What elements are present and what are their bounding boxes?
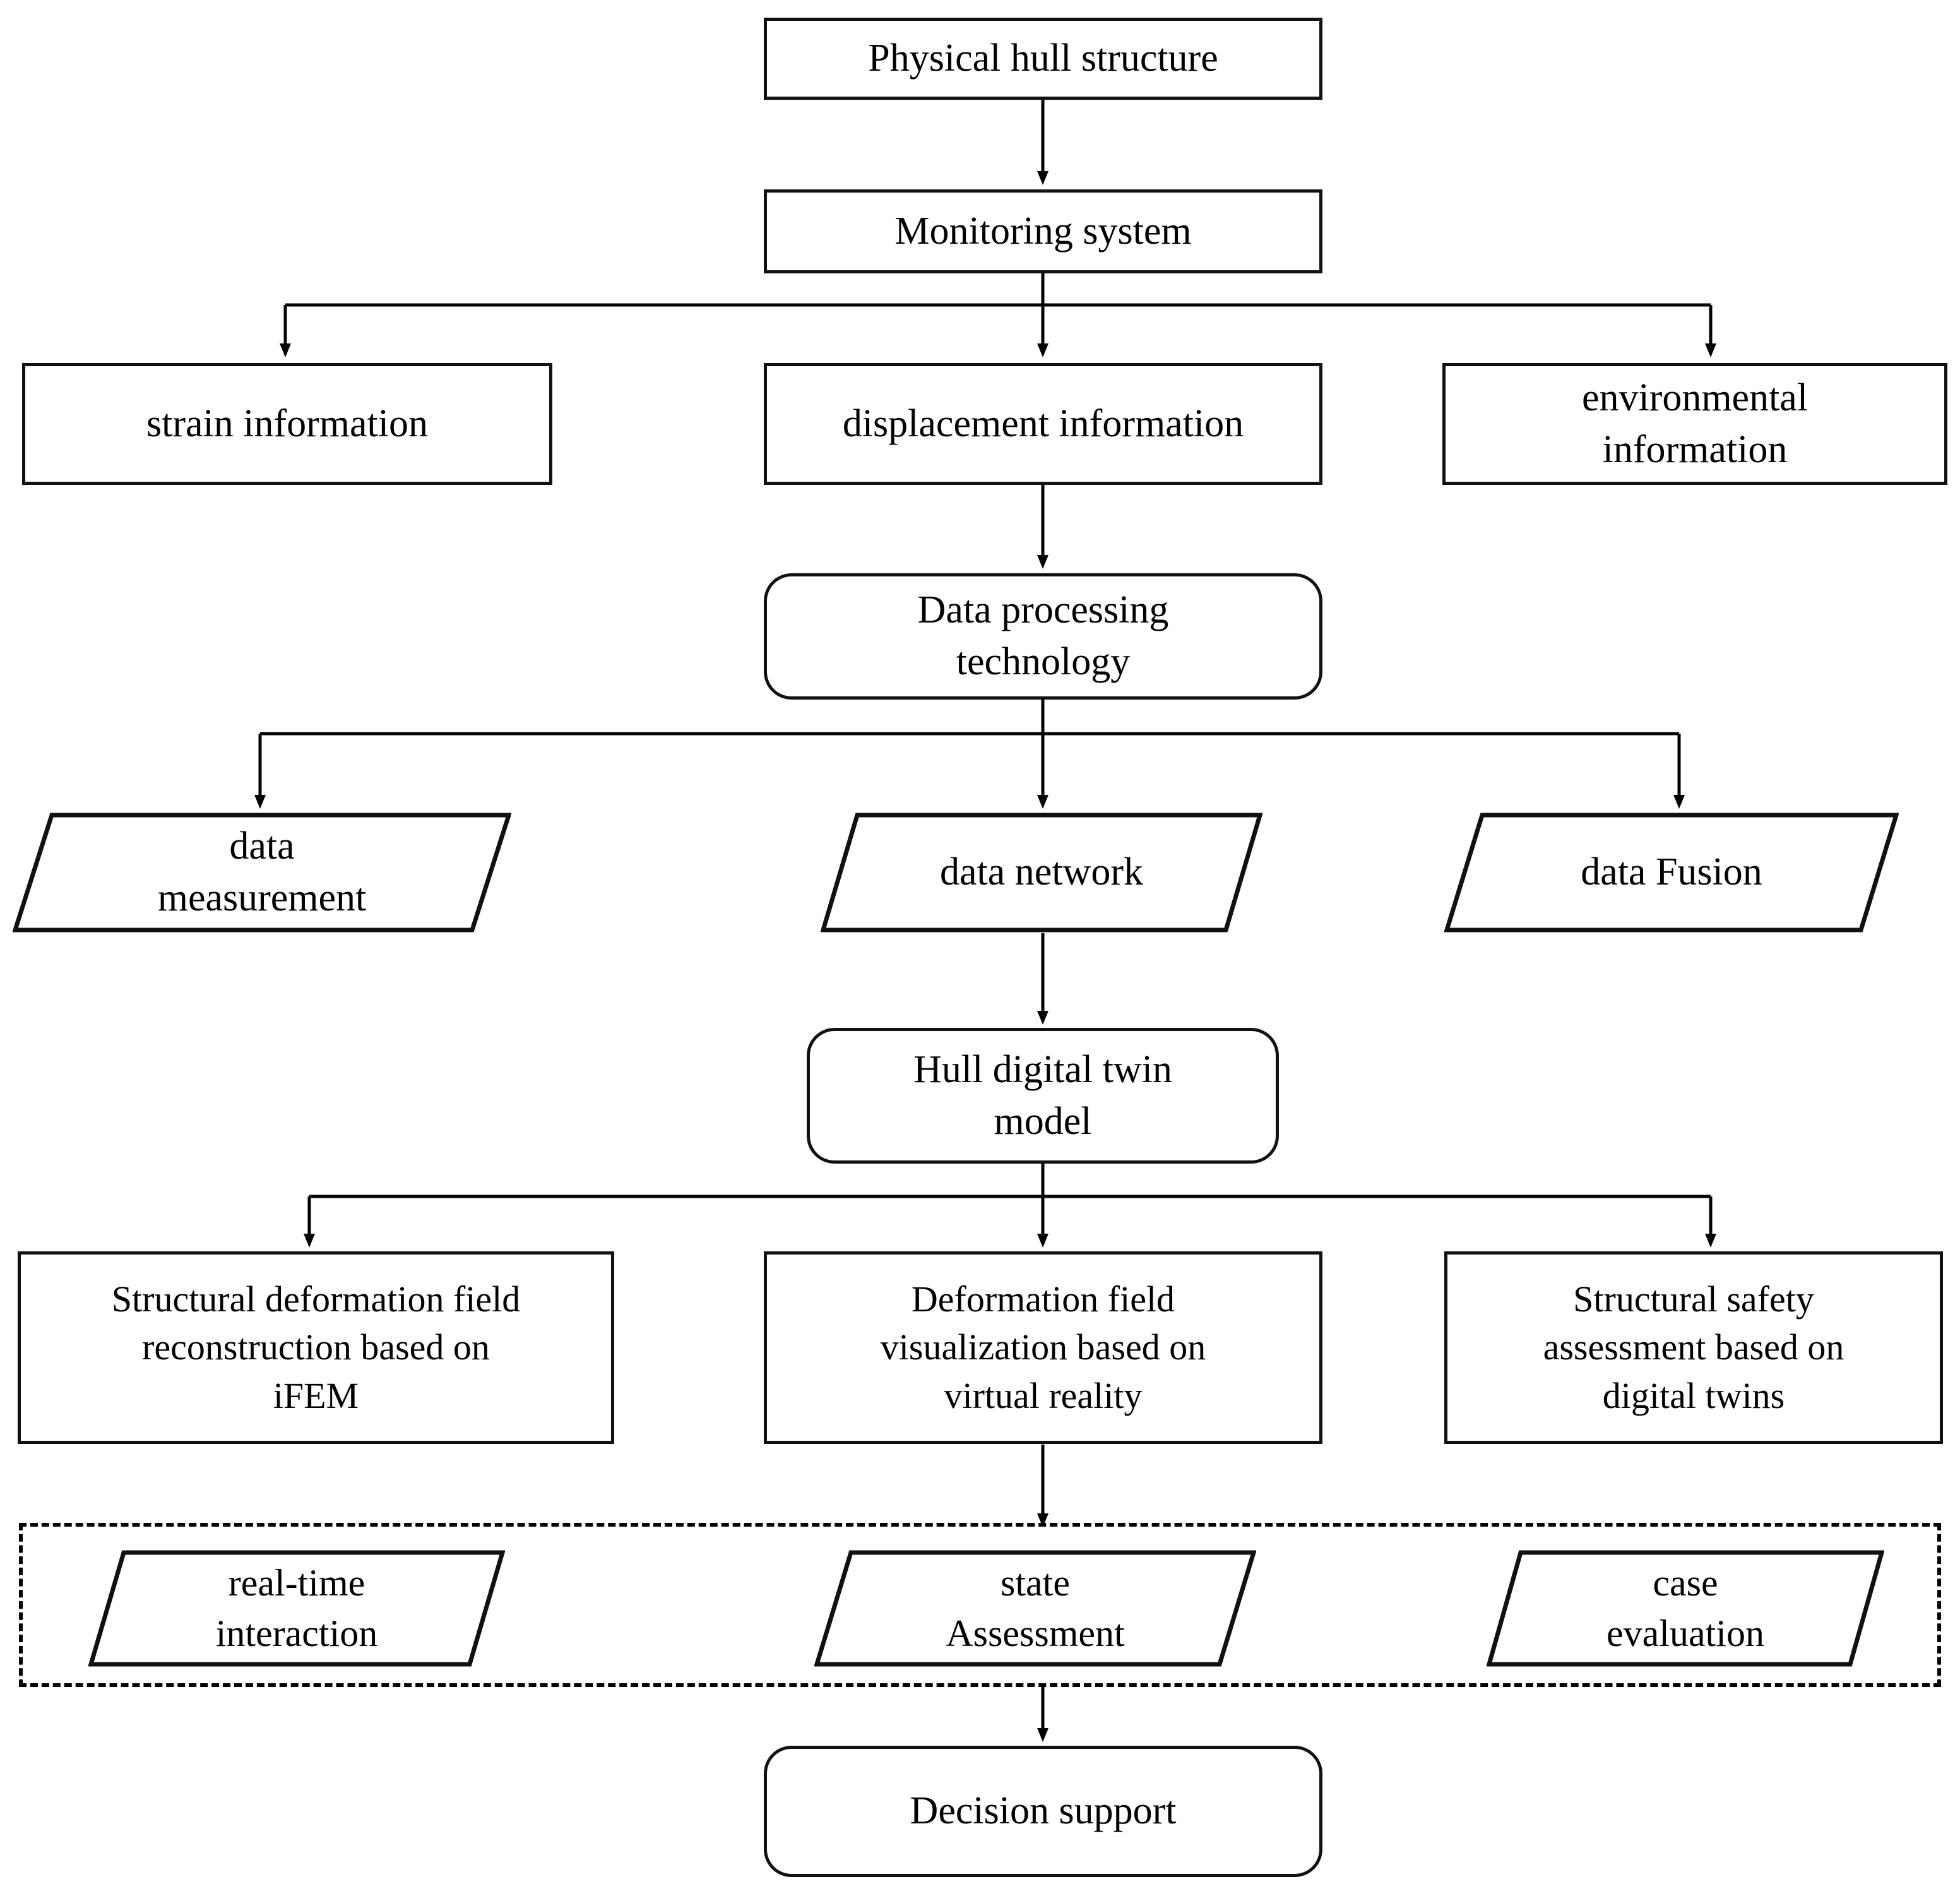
node-data-network[interactable]: data network [821, 813, 1262, 933]
node-label: state Assessment [946, 1562, 1125, 1654]
node-structural-deformation-reconstruction[interactable]: Structural deformation field reconstruct… [18, 1251, 614, 1444]
node-strain-information[interactable]: strain information [22, 363, 552, 485]
node-label: Structural safety assessment based on di… [1543, 1278, 1844, 1416]
node-displacement-information[interactable]: displacement information [764, 363, 1322, 485]
node-label: data measurement [157, 825, 367, 919]
node-label: Deformation field visualization based on… [880, 1278, 1206, 1416]
node-label: Data processing technology [917, 588, 1169, 683]
node-real-time-interaction[interactable]: real-time interaction [88, 1550, 505, 1667]
edge-processing-bus [260, 700, 1679, 736]
node-data-fusion[interactable]: data Fusion [1444, 813, 1899, 933]
edge-twin-bus [309, 1164, 1711, 1198]
node-label: Decision support [910, 1789, 1177, 1833]
parallelogram-shape [1444, 813, 1899, 933]
node-label: strain information [146, 402, 428, 445]
node-decision-support[interactable]: Decision support [764, 1746, 1322, 1877]
node-label: data Fusion [1581, 850, 1762, 894]
node-structural-safety-assessment[interactable]: Structural safety assessment based on di… [1444, 1251, 1943, 1444]
node-data-measurement[interactable]: data measurement [13, 813, 511, 933]
parallelogram-shape [13, 813, 511, 933]
node-label: Physical hull structure [868, 37, 1218, 80]
node-label: case evaluation [1607, 1562, 1764, 1654]
parallelogram-shape [88, 1550, 505, 1667]
node-label: data network [940, 850, 1143, 894]
interaction-group-container [19, 1523, 1941, 1687]
edge-monitoring-bus [285, 273, 1711, 307]
node-label: displacement information [842, 402, 1244, 445]
parallelogram-shape [814, 1550, 1256, 1667]
node-label: Monitoring system [894, 209, 1192, 253]
node-deformation-field-visualization[interactable]: Deformation field visualization based on… [764, 1251, 1322, 1444]
node-state-assessment[interactable]: state Assessment [814, 1550, 1256, 1667]
node-physical-hull-structure[interactable]: Physical hull structure [764, 18, 1322, 100]
node-label: environmental information [1581, 376, 1809, 471]
node-case-evaluation[interactable]: case evaluation [1487, 1550, 1884, 1667]
node-label: Structural deformation field reconstruct… [111, 1278, 521, 1416]
node-hull-digital-twin-model[interactable]: Hull digital twin model [807, 1028, 1279, 1164]
node-label: Hull digital twin model [913, 1047, 1172, 1143]
parallelogram-shape [821, 813, 1262, 933]
node-label: real-time interaction [215, 1562, 378, 1654]
node-monitoring-system[interactable]: Monitoring system [764, 189, 1322, 273]
node-environmental-information[interactable]: environmental information [1442, 363, 1947, 485]
parallelogram-shape [1487, 1550, 1884, 1667]
node-data-processing-technology[interactable]: Data processing technology [764, 573, 1322, 700]
